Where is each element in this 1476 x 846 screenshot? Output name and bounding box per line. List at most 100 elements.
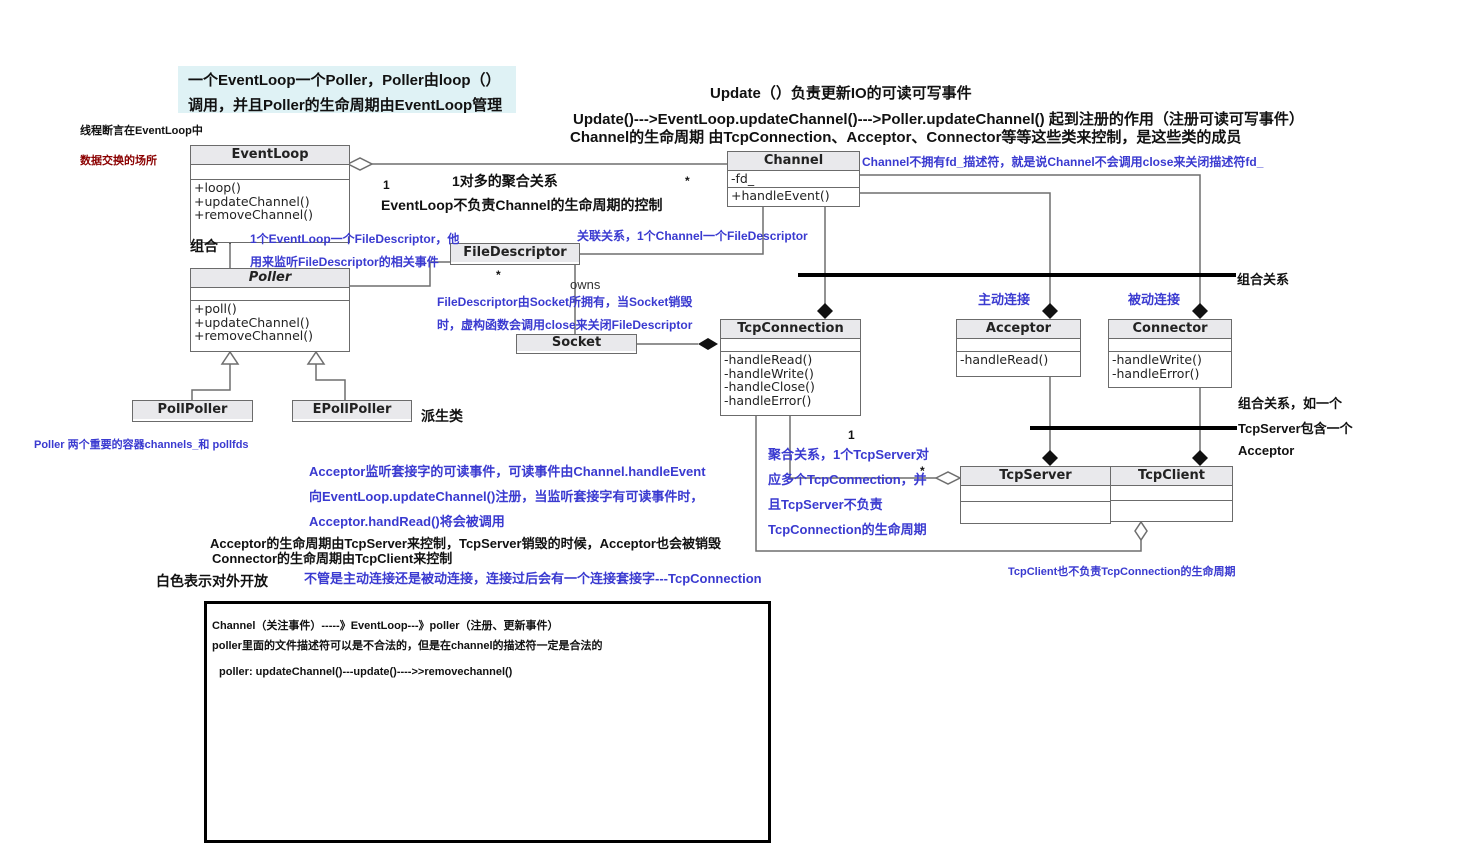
update-chain: Update()--->EventLoop.updateChannel()---…: [573, 111, 1304, 128]
eventloop-fd-note-2: 用来监听FileDescriptor的相关事件: [250, 255, 439, 269]
class-operations: +handleEvent(): [728, 186, 859, 204]
multiplicity-one: 1: [383, 178, 390, 192]
highlight-background: [178, 66, 516, 113]
multiplicity-one-server: 1: [848, 428, 855, 442]
composition-label: 组合: [190, 238, 218, 254]
multiplicity-many: *: [685, 174, 690, 188]
class-tcpserver: TcpServer: [960, 466, 1111, 524]
association-note: 关联关系，1个Channel一个FileDescriptor: [577, 229, 808, 243]
class-operations: +loop() +updateChannel() +removeChannel(…: [191, 179, 349, 223]
class-attributes: -fd_: [728, 171, 859, 187]
operation: +handleEvent(): [731, 187, 830, 203]
acceptor-note-2: 向EventLoop.updateChannel()注册，当监听套接字有可读事件…: [309, 489, 704, 504]
class-name: Socket: [517, 335, 636, 351]
class-attributes: [957, 339, 1080, 351]
owns-label: owns: [570, 277, 601, 292]
class-name: Poller: [191, 269, 349, 288]
class-operations: +poll() +updateChannel() +removeChannel(…: [191, 300, 349, 344]
class-poller: Poller +poll() +updateChannel() +removeC…: [190, 268, 350, 352]
class-name: TcpClient: [1111, 467, 1232, 486]
eventloop-fd-note-1: 1个EventLoop一个FileDescriptor，他: [250, 232, 460, 246]
derived-class-label: 派生类: [421, 408, 463, 424]
class-acceptor: Acceptor -handleRead(): [956, 319, 1081, 377]
class-tcpconnection: TcpConnection -handleRead() -handleWrite…: [720, 319, 861, 416]
class-epollpoller: EPollPoller: [292, 400, 412, 422]
class-operations: [961, 501, 1110, 517]
multiplicity-many-fd: *: [496, 268, 501, 282]
exchange-note: 数据交换的场所: [80, 155, 157, 167]
class-name: PollPoller: [133, 401, 252, 419]
class-operations: -handleRead() -handleWrite() -handleClos…: [721, 351, 860, 408]
class-socket: Socket: [516, 334, 637, 354]
poller-containers-note: Poller 两个重要的容器channels_和 pollfds: [34, 439, 249, 451]
connector-lifecycle-note: Connector的生命周期由TcpClient来控制: [212, 551, 453, 566]
class-name: EPollPoller: [293, 401, 411, 419]
channel-lifecycle-note: Channel的生命周期 由TcpConnection、Acceptor、Con…: [570, 129, 1242, 146]
operation: +poll(): [194, 301, 237, 316]
class-name: FileDescriptor: [451, 244, 579, 262]
class-operations: -handleRead(): [957, 351, 1080, 368]
connection-socket-note: 不管是主动连接还是被动连接，连接过后会有一个连接套接字---TcpConnect…: [304, 571, 762, 586]
note-line-2: poller里面的文件描述符可以是不合法的，但是在channel的描述符一定是合…: [212, 640, 603, 652]
operation: -handleWrite(): [724, 365, 814, 381]
operation: +loop(): [194, 180, 241, 195]
class-attributes: [1111, 486, 1232, 500]
tcpserver-agg-note-3: 且TcpServer不负责: [768, 497, 883, 512]
class-attributes: [961, 486, 1110, 501]
tcpserver-agg-note-2: 应多个TcpConnection，并: [768, 472, 927, 487]
acceptor-note-1: Acceptor监听套接字的可读事件，可读事件由Channel.handleEv…: [309, 464, 706, 479]
top-note-line2: 调用，并且Poller的生命周期由EventLoop管理: [188, 97, 503, 114]
note-box: Channel（关注事件）-----》EventLoop---》poller（注…: [204, 601, 771, 843]
operation: +removeChannel(): [194, 328, 314, 343]
acceptor-note-3: Acceptor.handRead()将会被调用: [309, 514, 505, 529]
class-name: TcpConnection: [721, 320, 860, 339]
top-note-line1: 一个EventLoop一个Poller，Poller由loop（）: [188, 72, 501, 89]
class-name: Channel: [728, 152, 859, 171]
class-name: Acceptor: [957, 320, 1080, 339]
composition-example-3: Acceptor: [1238, 443, 1295, 458]
class-attributes: [1109, 339, 1231, 351]
class-operations: [1111, 500, 1232, 515]
class-attributes: [721, 339, 860, 351]
class-filedescriptor: FileDescriptor: [450, 243, 580, 265]
class-name: Connector: [1109, 320, 1231, 339]
class-attributes: [191, 165, 349, 179]
operation: -handleError(): [1112, 365, 1200, 381]
aggregation-note: 1对多的聚合关系: [452, 173, 558, 189]
operation: -handleError(): [724, 392, 812, 408]
channel-fd-note: Channel不拥有fd_描述符，就是说Channel不会调用close来关闭描…: [862, 155, 1264, 169]
class-name: TcpServer: [961, 467, 1110, 486]
note-line-1: Channel（关注事件）-----》EventLoop---》poller（注…: [212, 620, 559, 632]
tcpserver-agg-note-4: TcpConnection的生命周期: [768, 522, 927, 537]
operation: +updateChannel(): [194, 314, 310, 330]
class-tcpclient: TcpClient: [1110, 466, 1233, 522]
class-eventloop: EventLoop +loop() +updateChannel() +remo…: [190, 145, 350, 243]
composition-relation-label: 组合关系: [1237, 272, 1290, 287]
assert-note: 线程断言在EventLoop中: [80, 125, 203, 137]
fd-owned-note-2: 时，虚构函数会调用close来关闭FileDescriptor: [437, 318, 693, 332]
operation: +removeChannel(): [194, 207, 314, 222]
passive-connection-label: 被动连接: [1128, 292, 1181, 307]
class-name: EventLoop: [191, 146, 349, 165]
class-channel: Channel -fd_ +handleEvent(): [727, 151, 860, 207]
class-pollpoller: PollPoller: [132, 400, 253, 422]
operation: +updateChannel(): [194, 193, 310, 209]
multiplicity-many-server: *: [920, 464, 925, 478]
active-connection-label: 主动连接: [978, 292, 1031, 307]
note-line-3: poller: updateChannel()---update()---->>…: [219, 666, 513, 678]
operation: -handleClose(): [724, 379, 815, 394]
update-title: Update（）负责更新IO的可读可写事件: [710, 85, 972, 102]
attribute: -fd_: [731, 171, 755, 186]
operation: -handleRead(): [960, 352, 1049, 367]
class-operations: -handleWrite() -handleError(): [1109, 351, 1231, 381]
aggregation-detail: EventLoop不负责Channel的生命周期的控制: [381, 197, 663, 213]
operation: -handleRead(): [724, 352, 813, 367]
white-public-note: 白色表示对外开放: [156, 573, 268, 589]
acceptor-lifecycle-note: Acceptor的生命周期由TcpServer来控制，TcpServer销毁的时…: [210, 536, 721, 551]
tcpserver-agg-note-1: 聚合关系，1个TcpServer对: [768, 447, 929, 462]
tcpclient-note: TcpClient也不负责TcpConnection的生命周期: [1008, 566, 1236, 578]
class-attributes: [191, 288, 349, 300]
class-connector: Connector -handleWrite() -handleError(): [1108, 319, 1232, 388]
operation: -handleWrite(): [1112, 352, 1202, 367]
